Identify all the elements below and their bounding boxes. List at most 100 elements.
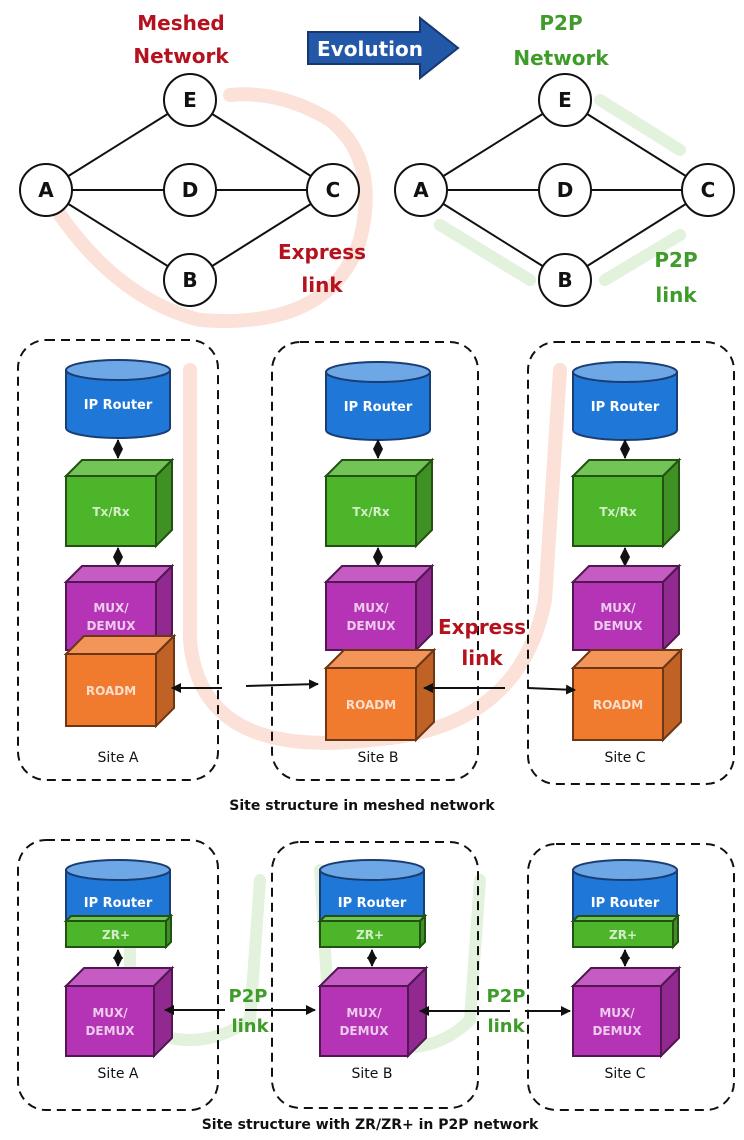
p2p-node-A: A bbox=[394, 163, 448, 217]
roadm: ROADM bbox=[570, 647, 684, 743]
express-link-top-line1: Express bbox=[278, 240, 366, 264]
p2p-link-top-line1: P2P bbox=[654, 248, 697, 272]
p2p-edge-AE bbox=[442, 112, 544, 178]
meshed-title-line1: Meshed bbox=[137, 11, 225, 35]
site-boundary bbox=[17, 839, 219, 1111]
express-link-top-line2: link bbox=[301, 273, 343, 297]
ip-router: IP Router bbox=[325, 361, 431, 441]
site-name: Site A bbox=[98, 750, 139, 766]
node-label: A bbox=[38, 178, 54, 202]
txrx-module-label: Tx/Rx bbox=[599, 505, 637, 519]
p2p-title-line2: Network bbox=[513, 46, 609, 70]
node-label: C bbox=[326, 178, 341, 202]
p2p-edge-BC bbox=[586, 203, 687, 267]
meshed-links bbox=[171, 679, 576, 695]
site-name: Site C bbox=[604, 1066, 645, 1082]
node-label: B bbox=[182, 268, 197, 292]
site-name: Site B bbox=[358, 750, 399, 766]
mux-demux-label: DEMUX bbox=[346, 619, 396, 633]
p2p-link-top-line2: link bbox=[655, 283, 697, 307]
p2p-link-ab-line1: P2P bbox=[229, 986, 268, 1007]
roadm: ROADM bbox=[63, 633, 177, 729]
mux-demux-label: DEMUX bbox=[85, 1024, 135, 1038]
zr-plus-module-label: ZR+ bbox=[356, 928, 384, 942]
meshed-title-line2: Network bbox=[133, 44, 229, 68]
p2p-edge-AB bbox=[442, 202, 544, 268]
meshed-edge-AE bbox=[67, 112, 169, 178]
roadm-label: ROADM bbox=[86, 684, 136, 698]
zr-plus-module-label: ZR+ bbox=[102, 928, 130, 942]
zr-plus-module-label: ZR+ bbox=[609, 928, 637, 942]
mux-demux: MUX/DEMUX bbox=[317, 965, 429, 1059]
site-name: Site A bbox=[98, 1066, 139, 1082]
site-boundary bbox=[271, 341, 479, 781]
mux-demux-label: MUX/ bbox=[92, 1006, 128, 1020]
roadm-label: ROADM bbox=[346, 698, 396, 712]
node-label: E bbox=[558, 88, 572, 112]
evolution-arrow: Evolution bbox=[307, 15, 460, 81]
mux-demux: MUX/DEMUX bbox=[63, 965, 175, 1059]
meshed-node-D: D bbox=[163, 163, 217, 217]
txrx-module-label: Tx/Rx bbox=[92, 505, 130, 519]
p2p-link-bc-line1: P2P bbox=[487, 986, 526, 1007]
zr-plus-module: ZR+ bbox=[63, 913, 174, 950]
node-label: E bbox=[183, 88, 197, 112]
meshed-edge-BC bbox=[211, 203, 312, 267]
zr-plus-module: ZR+ bbox=[317, 913, 428, 950]
meshed-node-A: A bbox=[19, 163, 73, 217]
ip-router-label: IP Router bbox=[591, 896, 660, 911]
mux-demux-label: MUX/ bbox=[346, 1006, 382, 1020]
txrx-module: Tx/Rx bbox=[570, 457, 682, 549]
txrx-module-label: Tx/Rx bbox=[352, 505, 390, 519]
p2p-edge-EC bbox=[586, 113, 687, 177]
node-label: B bbox=[557, 268, 572, 292]
mux-demux-label: DEMUX bbox=[86, 619, 136, 633]
mux-demux-label: MUX/ bbox=[353, 601, 389, 615]
mux-demux-label: MUX/ bbox=[93, 601, 129, 615]
meshed-node-C: C bbox=[306, 163, 360, 217]
ip-router: IP Router bbox=[572, 361, 678, 441]
site-name: Site B bbox=[352, 1066, 393, 1082]
meshed-caption: Site structure in meshed network bbox=[229, 798, 495, 814]
site-boundary bbox=[527, 341, 735, 785]
mux-demux: MUX/DEMUX bbox=[570, 563, 682, 653]
meshed-edge-EC bbox=[211, 113, 312, 177]
express-link-mid-line2: link bbox=[461, 646, 503, 670]
mux-demux-label: DEMUX bbox=[593, 619, 643, 633]
zr-plus-module: ZR+ bbox=[570, 913, 681, 950]
ip-router: IP Router bbox=[65, 359, 171, 439]
evolution-label: Evolution bbox=[317, 37, 423, 61]
meshed-network-graph: A D C E B bbox=[19, 73, 360, 307]
ip-router-label: IP Router bbox=[84, 896, 153, 911]
meshed-node-B: B bbox=[163, 253, 217, 307]
express-link-mid-line1: Express bbox=[438, 615, 526, 639]
roadm: ROADM bbox=[323, 647, 437, 743]
ip-router-label: IP Router bbox=[84, 398, 153, 413]
site-name: Site C bbox=[604, 750, 645, 766]
txrx-module: Tx/Rx bbox=[323, 457, 435, 549]
meshed-edge-AB bbox=[67, 202, 169, 268]
p2p-network-graph: A D C E B bbox=[394, 73, 735, 307]
mux-demux-label: MUX/ bbox=[600, 601, 636, 615]
node-label: A bbox=[413, 178, 429, 202]
node-label: D bbox=[557, 178, 574, 202]
roadm-label: ROADM bbox=[593, 698, 643, 712]
p2p-links bbox=[164, 1005, 571, 1016]
mux-demux-label: DEMUX bbox=[339, 1024, 389, 1038]
p2p-link-bc-line2: link bbox=[487, 1016, 525, 1037]
p2p-caption: Site structure with ZR/ZR+ in P2P networ… bbox=[202, 1117, 539, 1133]
mux-demux-label: MUX/ bbox=[599, 1006, 635, 1020]
mux-demux-label: DEMUX bbox=[592, 1024, 642, 1038]
p2p-node-C: C bbox=[681, 163, 735, 217]
p2p-node-B: B bbox=[538, 253, 592, 307]
ip-router-label: IP Router bbox=[338, 896, 407, 911]
mux-demux: MUX/DEMUX bbox=[570, 965, 682, 1059]
txrx-module: Tx/Rx bbox=[63, 457, 175, 549]
